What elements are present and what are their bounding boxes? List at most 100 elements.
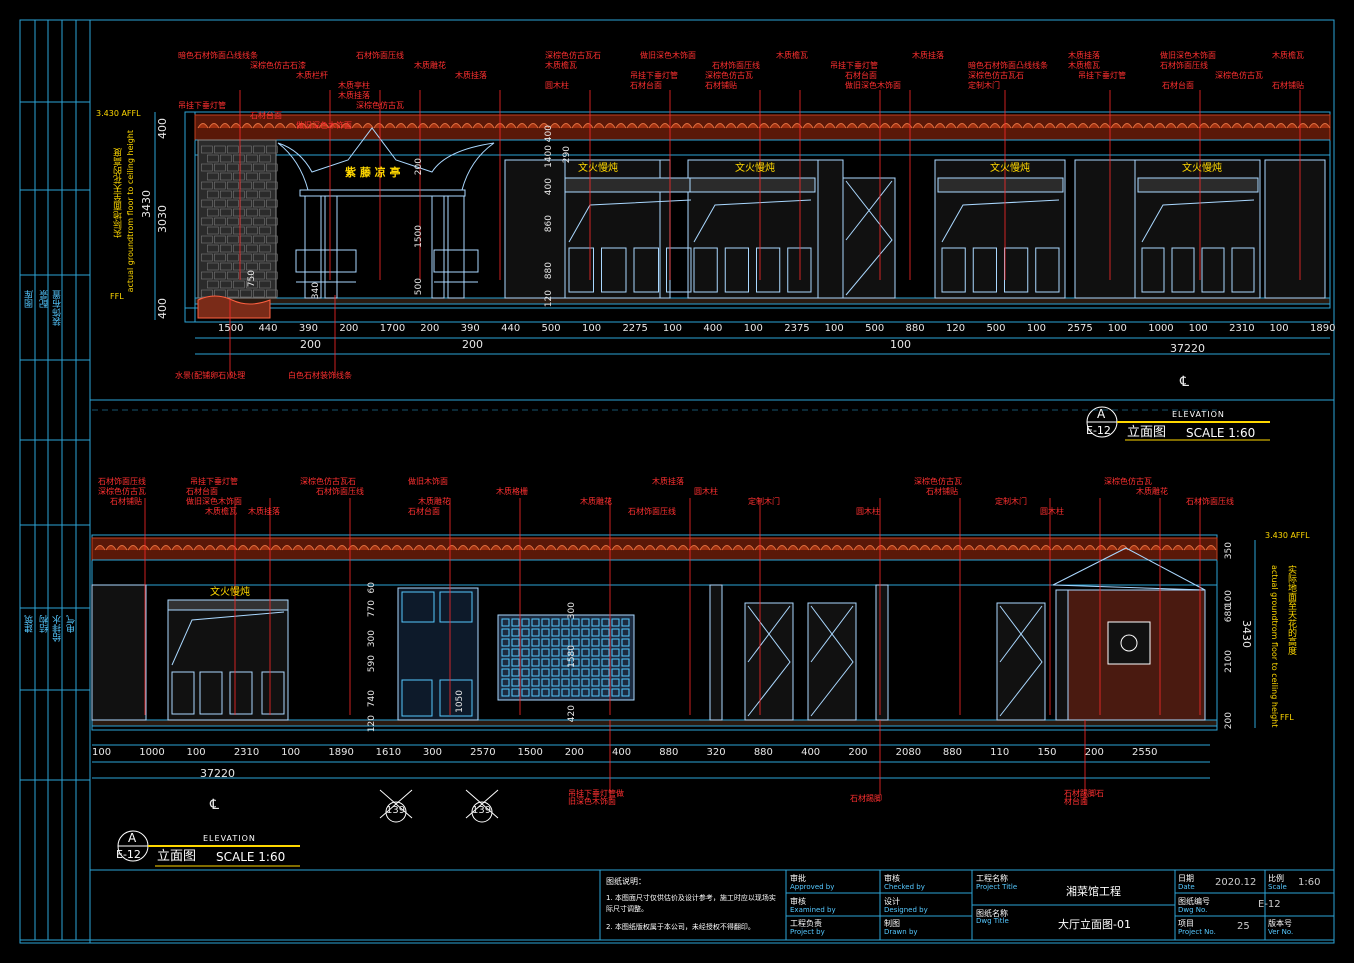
top-inner-dim: 860 [544,215,554,233]
roof-tile [204,545,216,551]
top-inner-dim: 400 [544,178,554,196]
lattice-cell [621,618,630,627]
stone-block [266,163,278,172]
roof-tile [1205,545,1217,551]
roof-tile [820,545,832,551]
roof-tile [1128,545,1140,551]
roof-tile [1165,123,1177,129]
lattice-cell [501,618,510,627]
roof-tile [1084,545,1096,551]
roof-tile [857,123,869,129]
lattice-cell [591,638,600,647]
top-inner-dim: 340 [311,282,321,300]
roof-tile [94,545,106,551]
stone-block [207,154,219,163]
bottom-dim-value: 400 [612,747,632,758]
top-inner-dim: 120 [544,290,554,308]
stone-block [233,262,245,271]
shop-sign-1: 文火慢炖 [578,163,618,174]
roof-tile [1044,123,1056,129]
roof-tile [259,545,271,551]
top-dim-value: 2275 [622,323,648,334]
bottom-inner-dim: 120 [367,715,377,733]
roof-tile [340,123,352,129]
roof-tile [270,545,282,551]
stone-block [253,217,265,226]
stone-block [220,172,232,181]
tb-pm-en: Project by [790,928,825,936]
notes-title: 图纸说明： [606,877,646,886]
side-label-library: 图库 [25,290,35,308]
cabinet-panel [633,247,659,293]
top-inner-dim: 290 [562,146,572,164]
roof-tile [248,545,260,551]
roof-tile [622,545,634,551]
bottom-inner-dim: 1580 [567,645,577,668]
stone-block [253,163,265,172]
cabinet-panel [756,247,781,293]
stone-block [227,199,239,208]
lattice-cell [601,668,610,677]
bottom-annotation: 木质雕花 [580,497,612,506]
roof-tile [512,545,524,551]
roof-tile [215,545,227,551]
roof-tile [1308,123,1320,129]
roof-tile [472,123,484,129]
stone-block [233,244,245,253]
top-dim-value: 200 [420,323,440,334]
top-height-dim-3: 400 [156,298,169,319]
roof-tile [303,545,315,551]
tb-dwg-no-en: Dwg No. [1178,906,1208,914]
roof-tile [417,123,429,129]
stone-block [227,163,239,172]
stone-block [201,235,213,244]
roof-tile [479,545,491,551]
stone-block [207,262,219,271]
stone-block [253,199,265,208]
roof-tile [1018,545,1030,551]
lattice-cell [521,628,530,637]
lattice-cell [571,678,580,687]
stone-block [233,280,245,289]
top-dim-value: 440 [501,323,521,334]
bottom-annotation: 定制木门 [748,497,780,506]
roof-tile [1132,123,1144,129]
tb-date-cn: 日期 [1178,874,1194,883]
lattice-cell [511,658,520,667]
top-bottom-annotation-1: 水景(配铺卵石)处理 [175,371,246,380]
lattice-cell [611,658,620,667]
bottom-annotation: 圆木柱 [856,507,880,516]
tb-proj-no-cn: 项目 [1178,919,1194,928]
roof-tile [296,123,308,129]
bottom-bottom-annotation-2: 石材踢脚 [850,794,882,803]
lattice-cell [551,628,560,637]
bottom-right-dim: 2100 [1224,650,1234,673]
bottom-dim-value: 880 [753,747,773,758]
lattice-cell [561,668,570,677]
top-dim-value: 2375 [784,323,810,334]
roof-tile [919,545,931,551]
shop-sign-4: 文火慢炖 [1182,163,1222,174]
roof-tile [567,545,579,551]
top-dim-value: 440 [258,323,278,334]
roof-tile [923,123,935,129]
top-inner-dim: 200 [414,158,424,176]
cabinet-panel [1004,247,1029,293]
roof-tile [314,545,326,551]
top-annotation: 木质檐瓦 [545,61,577,70]
bottom-elevation-title: 立面图 [157,849,197,864]
top-annotation: 石材台面 [630,81,662,90]
shop-signboard [1137,177,1259,193]
cabinet-panel [666,247,692,293]
lattice-cell [521,658,530,667]
roof-tile [1161,545,1173,551]
lattice-cell [621,648,630,657]
cabinet-panel [1231,247,1255,293]
roof-tile [1029,545,1041,551]
stone-block [259,172,271,181]
lattice-cell [531,678,540,687]
lattice-cell [501,658,510,667]
stone-block [266,289,278,298]
lattice-cell [611,668,620,677]
